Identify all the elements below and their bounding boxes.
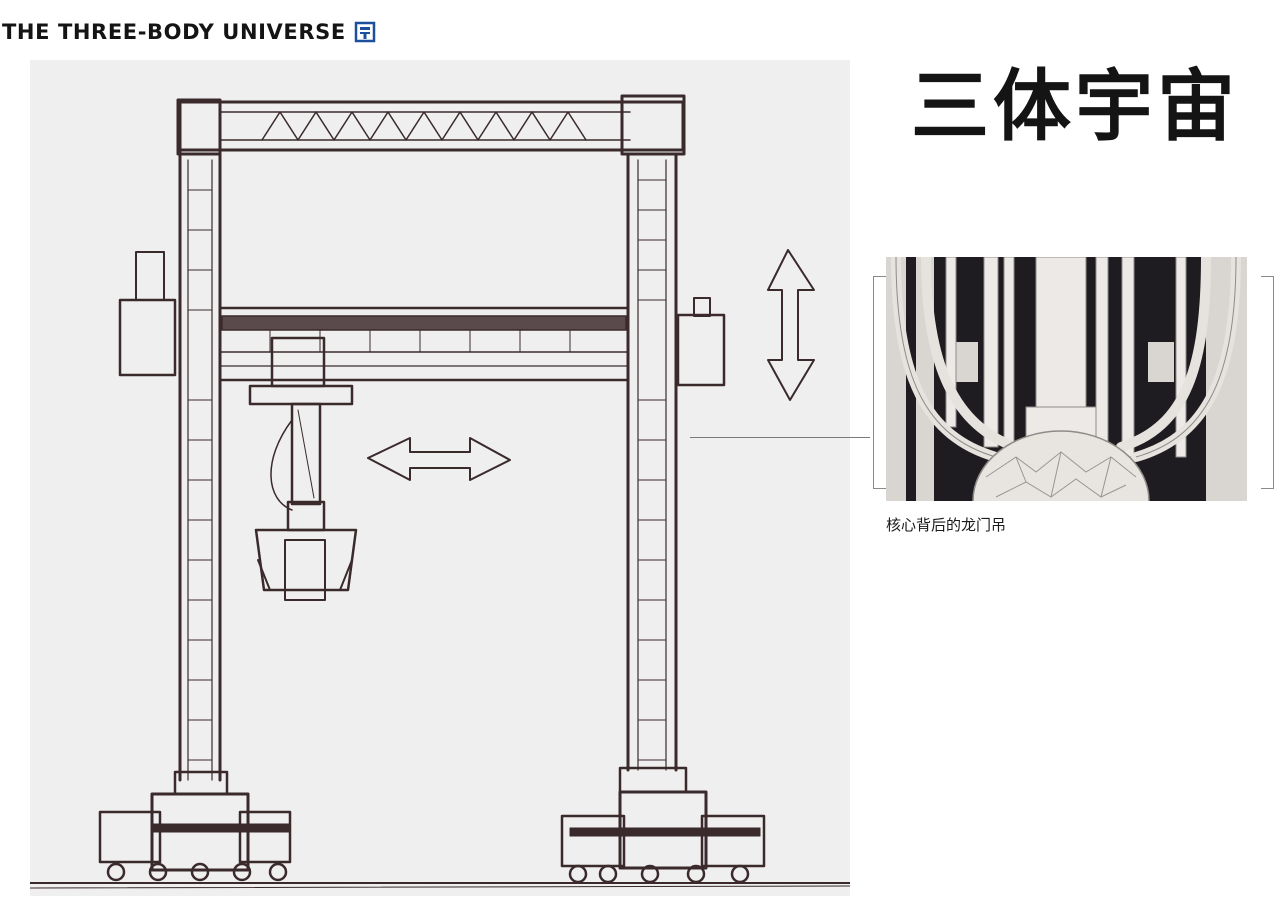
three-body-logo-icon	[354, 21, 376, 43]
page-title: 三体宇宙	[910, 62, 1239, 152]
reference-caption: 核心背后的龙门吊	[886, 516, 1007, 534]
brand-header: THE THREE-BODY UNIVERSE	[2, 17, 376, 47]
callout-leader-line	[690, 437, 870, 438]
callout-bracket-left	[873, 276, 886, 489]
core-machinery-illustration	[886, 257, 1247, 501]
gantry-crane-sketch	[30, 60, 850, 896]
brand-text: THE THREE-BODY UNIVERSE	[2, 20, 346, 44]
callout-bracket-right	[1261, 276, 1274, 489]
